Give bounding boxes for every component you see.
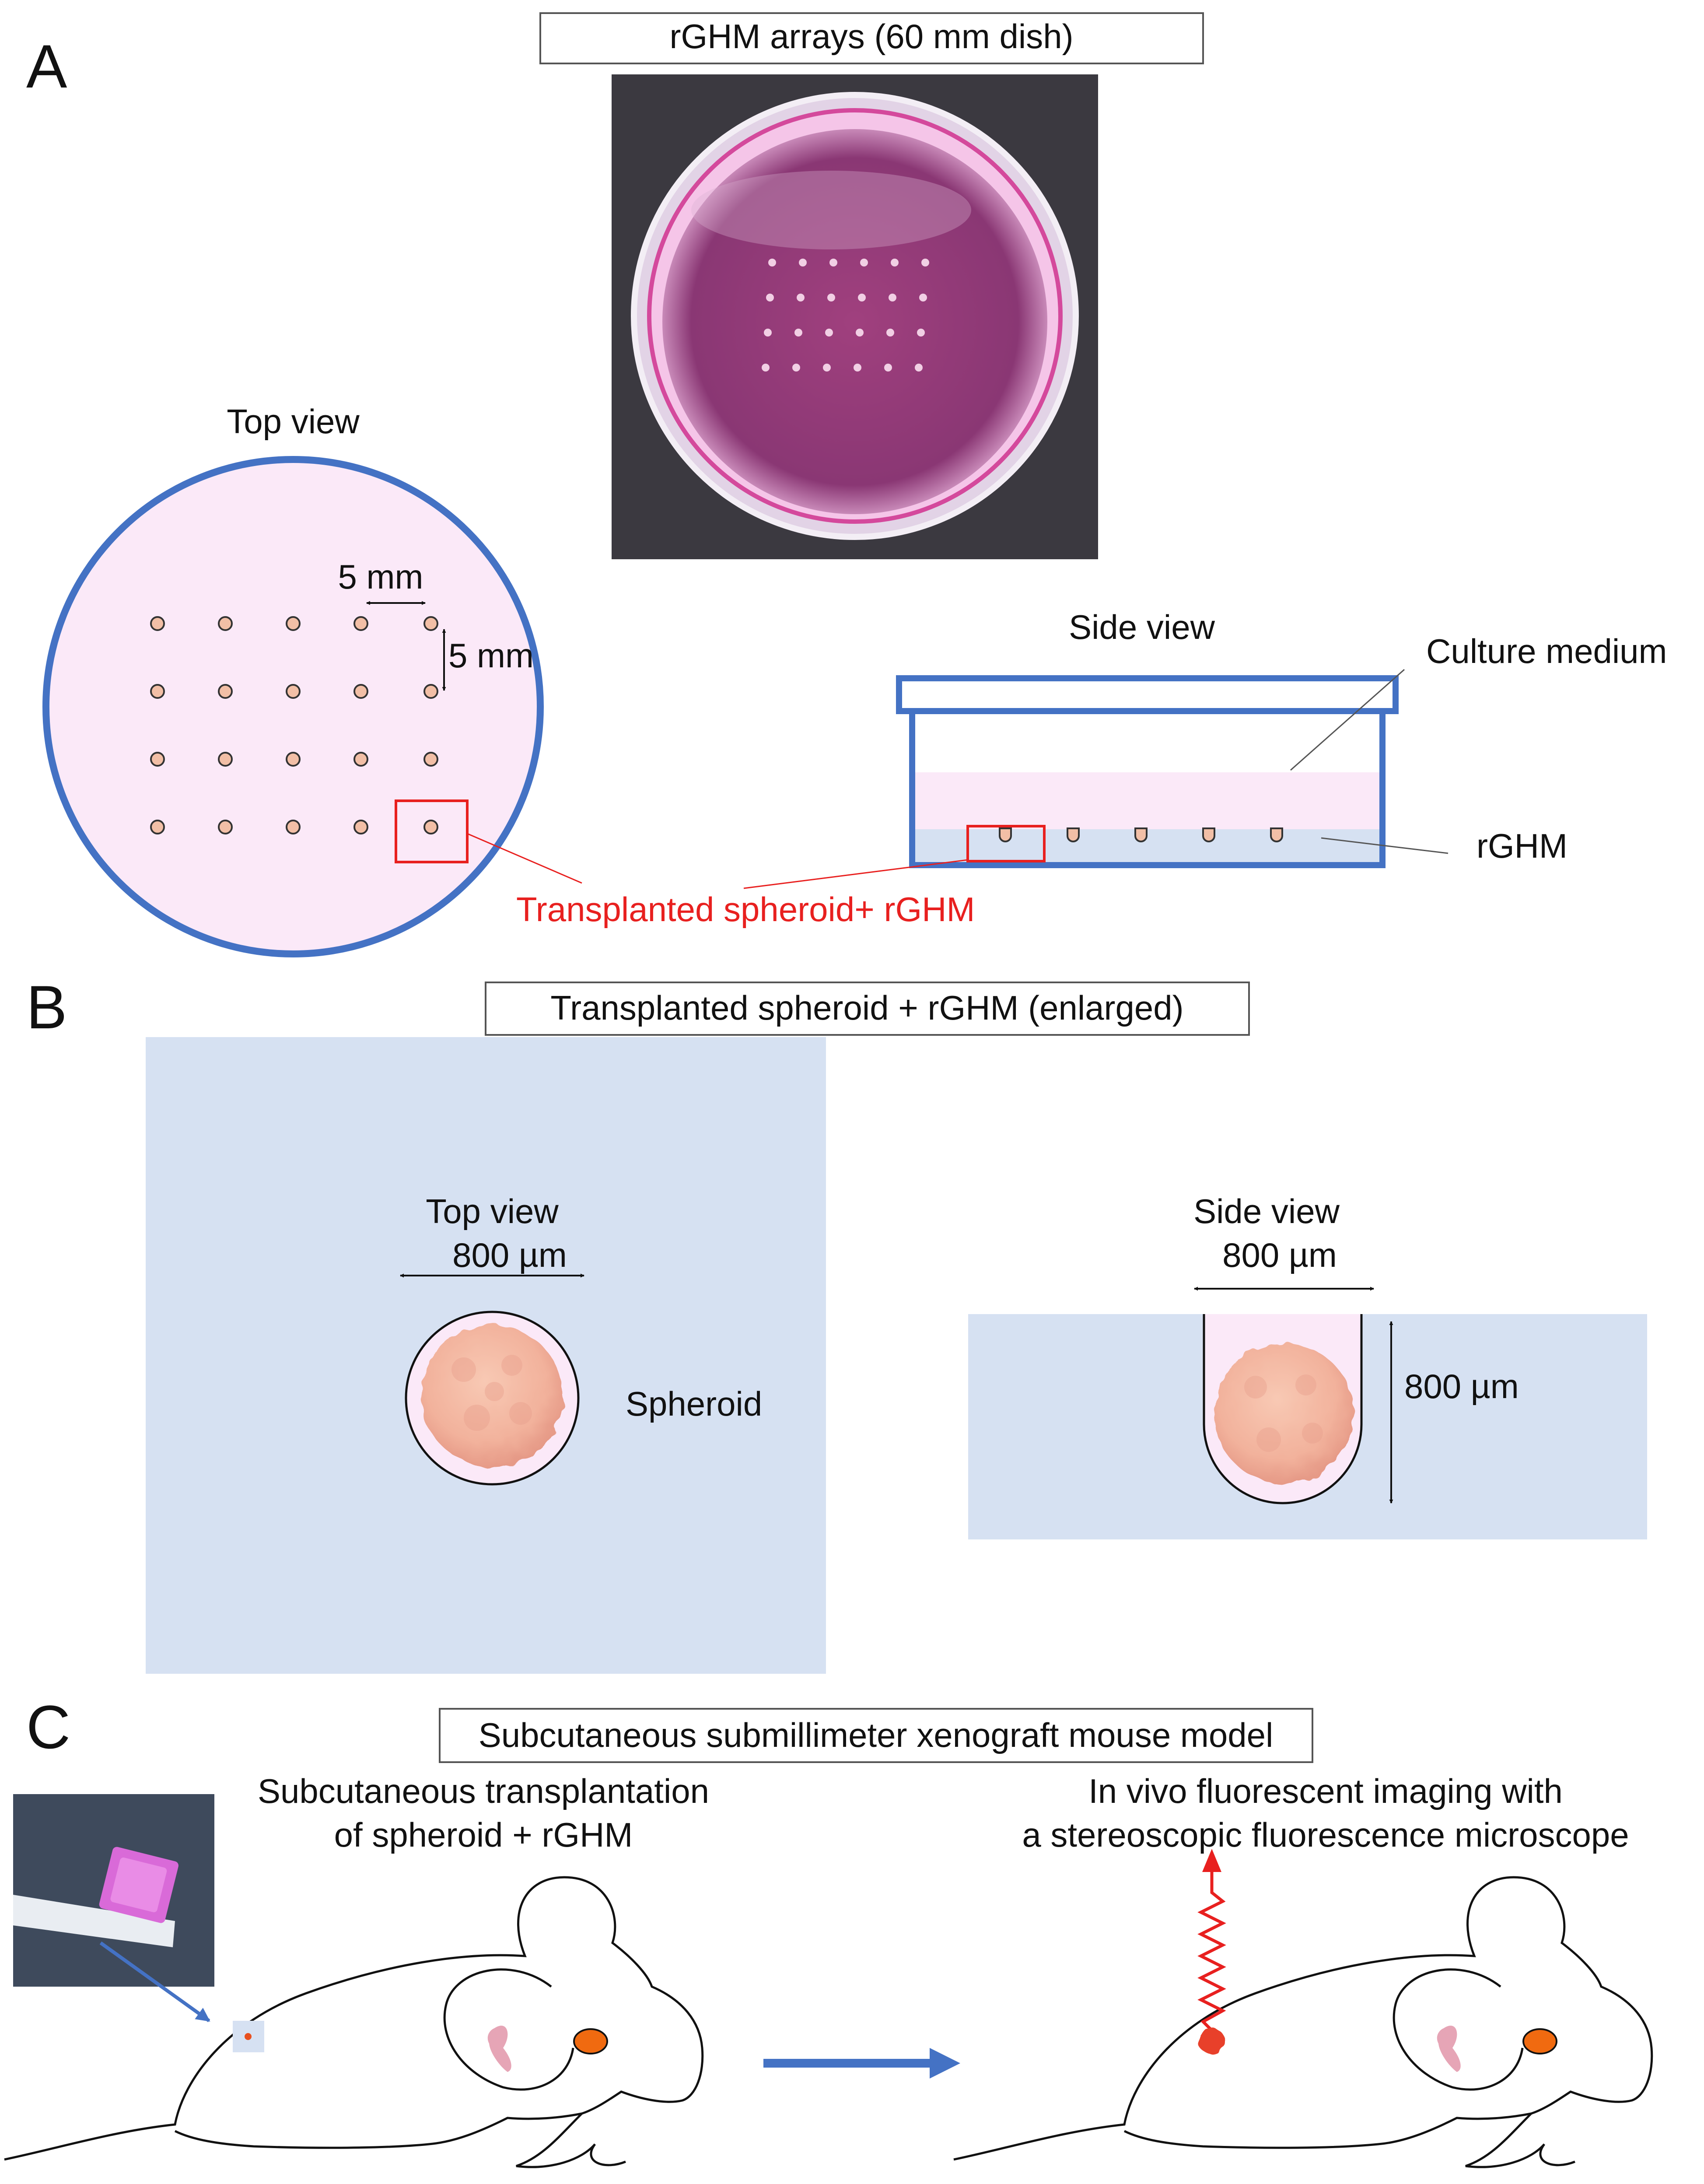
panel-b-letter: B (26, 973, 67, 1041)
panel-b: B Transplanted spheroid + rGHM (enlarged… (26, 973, 1647, 1674)
panel-c-title-box: Subcutaneous submillimeter xenograft mou… (439, 1708, 1313, 1763)
b-side-dim-v-label: 800 µm (1404, 1367, 1519, 1406)
c-right-line1: In vivo fluorescent imaging with (1088, 1772, 1563, 1810)
mouse-left (4, 1876, 704, 2168)
top-view-label: Top view (227, 402, 360, 441)
panel-a-letter: A (26, 32, 67, 101)
b-side-dim-h-label: 800 µm (1222, 1236, 1337, 1274)
fluorescent-tumor (1199, 2028, 1225, 2054)
panel-c: C Subcutaneous submillimeter xenograft m… (4, 1693, 1653, 2168)
dish-photo (612, 74, 1098, 559)
spacing-h-label: 5 mm (338, 557, 423, 596)
c-right-line2: a stereoscopic fluorescence microscope (1022, 1816, 1629, 1854)
well-side (1203, 1314, 1363, 1504)
ear-right (1437, 2026, 1461, 2072)
panel-c-title: Subcutaneous submillimeter xenograft mou… (479, 1716, 1274, 1754)
well-grid (150, 616, 438, 834)
side-view-dish (896, 669, 1449, 868)
gel-photo (13, 1794, 214, 1987)
highlight-box-side (966, 825, 1046, 862)
mouse-right (953, 1876, 1653, 2168)
panel-b-title-box: Transplanted spheroid + rGHM (enlarged) (485, 982, 1250, 1036)
panel-b-title: Transplanted spheroid + rGHM (enlarged) (550, 989, 1183, 1027)
spacing-v-label: 5 mm (448, 636, 534, 675)
panel-a-title-box: rGHM arrays (60 mm dish) (539, 12, 1204, 64)
spheroid-label: Spheroid (626, 1385, 762, 1423)
ear-left (487, 2026, 511, 2072)
top-view-dish (42, 456, 544, 957)
side-view-label: Side view (1069, 608, 1215, 646)
panel-c-letter: C (26, 1693, 70, 1761)
eye-right (1522, 2028, 1557, 2054)
spheroid-top (405, 1311, 580, 1486)
photo-pointer-arrow (99, 1941, 210, 2023)
photo-well-grid (762, 259, 929, 372)
b-side-view-label: Side view (1193, 1192, 1340, 1230)
spheroid-side (1214, 1343, 1354, 1483)
connector-top (467, 833, 582, 884)
panel-a: A rGHM arrays (60 mm dish) Top view (26, 12, 1667, 957)
rghm-label: rGHM (1477, 827, 1568, 865)
eye-left (573, 2028, 608, 2054)
c-left-line2: of spheroid + rGHM (334, 1816, 633, 1854)
b-top-dim-label: 800 µm (452, 1236, 567, 1274)
connector-side (743, 859, 968, 889)
transplant-label: Transplanted spheroid+ rGHM (516, 890, 975, 929)
culture-medium-label: Culture medium (1426, 632, 1667, 670)
b-top-view-label: Top view (426, 1192, 559, 1230)
c-left-line1: Subcutaneous transplantation (258, 1772, 709, 1810)
fluorescence-wave (1197, 1849, 1226, 2054)
panel-a-title: rGHM arrays (60 mm dish) (669, 17, 1073, 56)
highlight-box-top (395, 799, 469, 863)
